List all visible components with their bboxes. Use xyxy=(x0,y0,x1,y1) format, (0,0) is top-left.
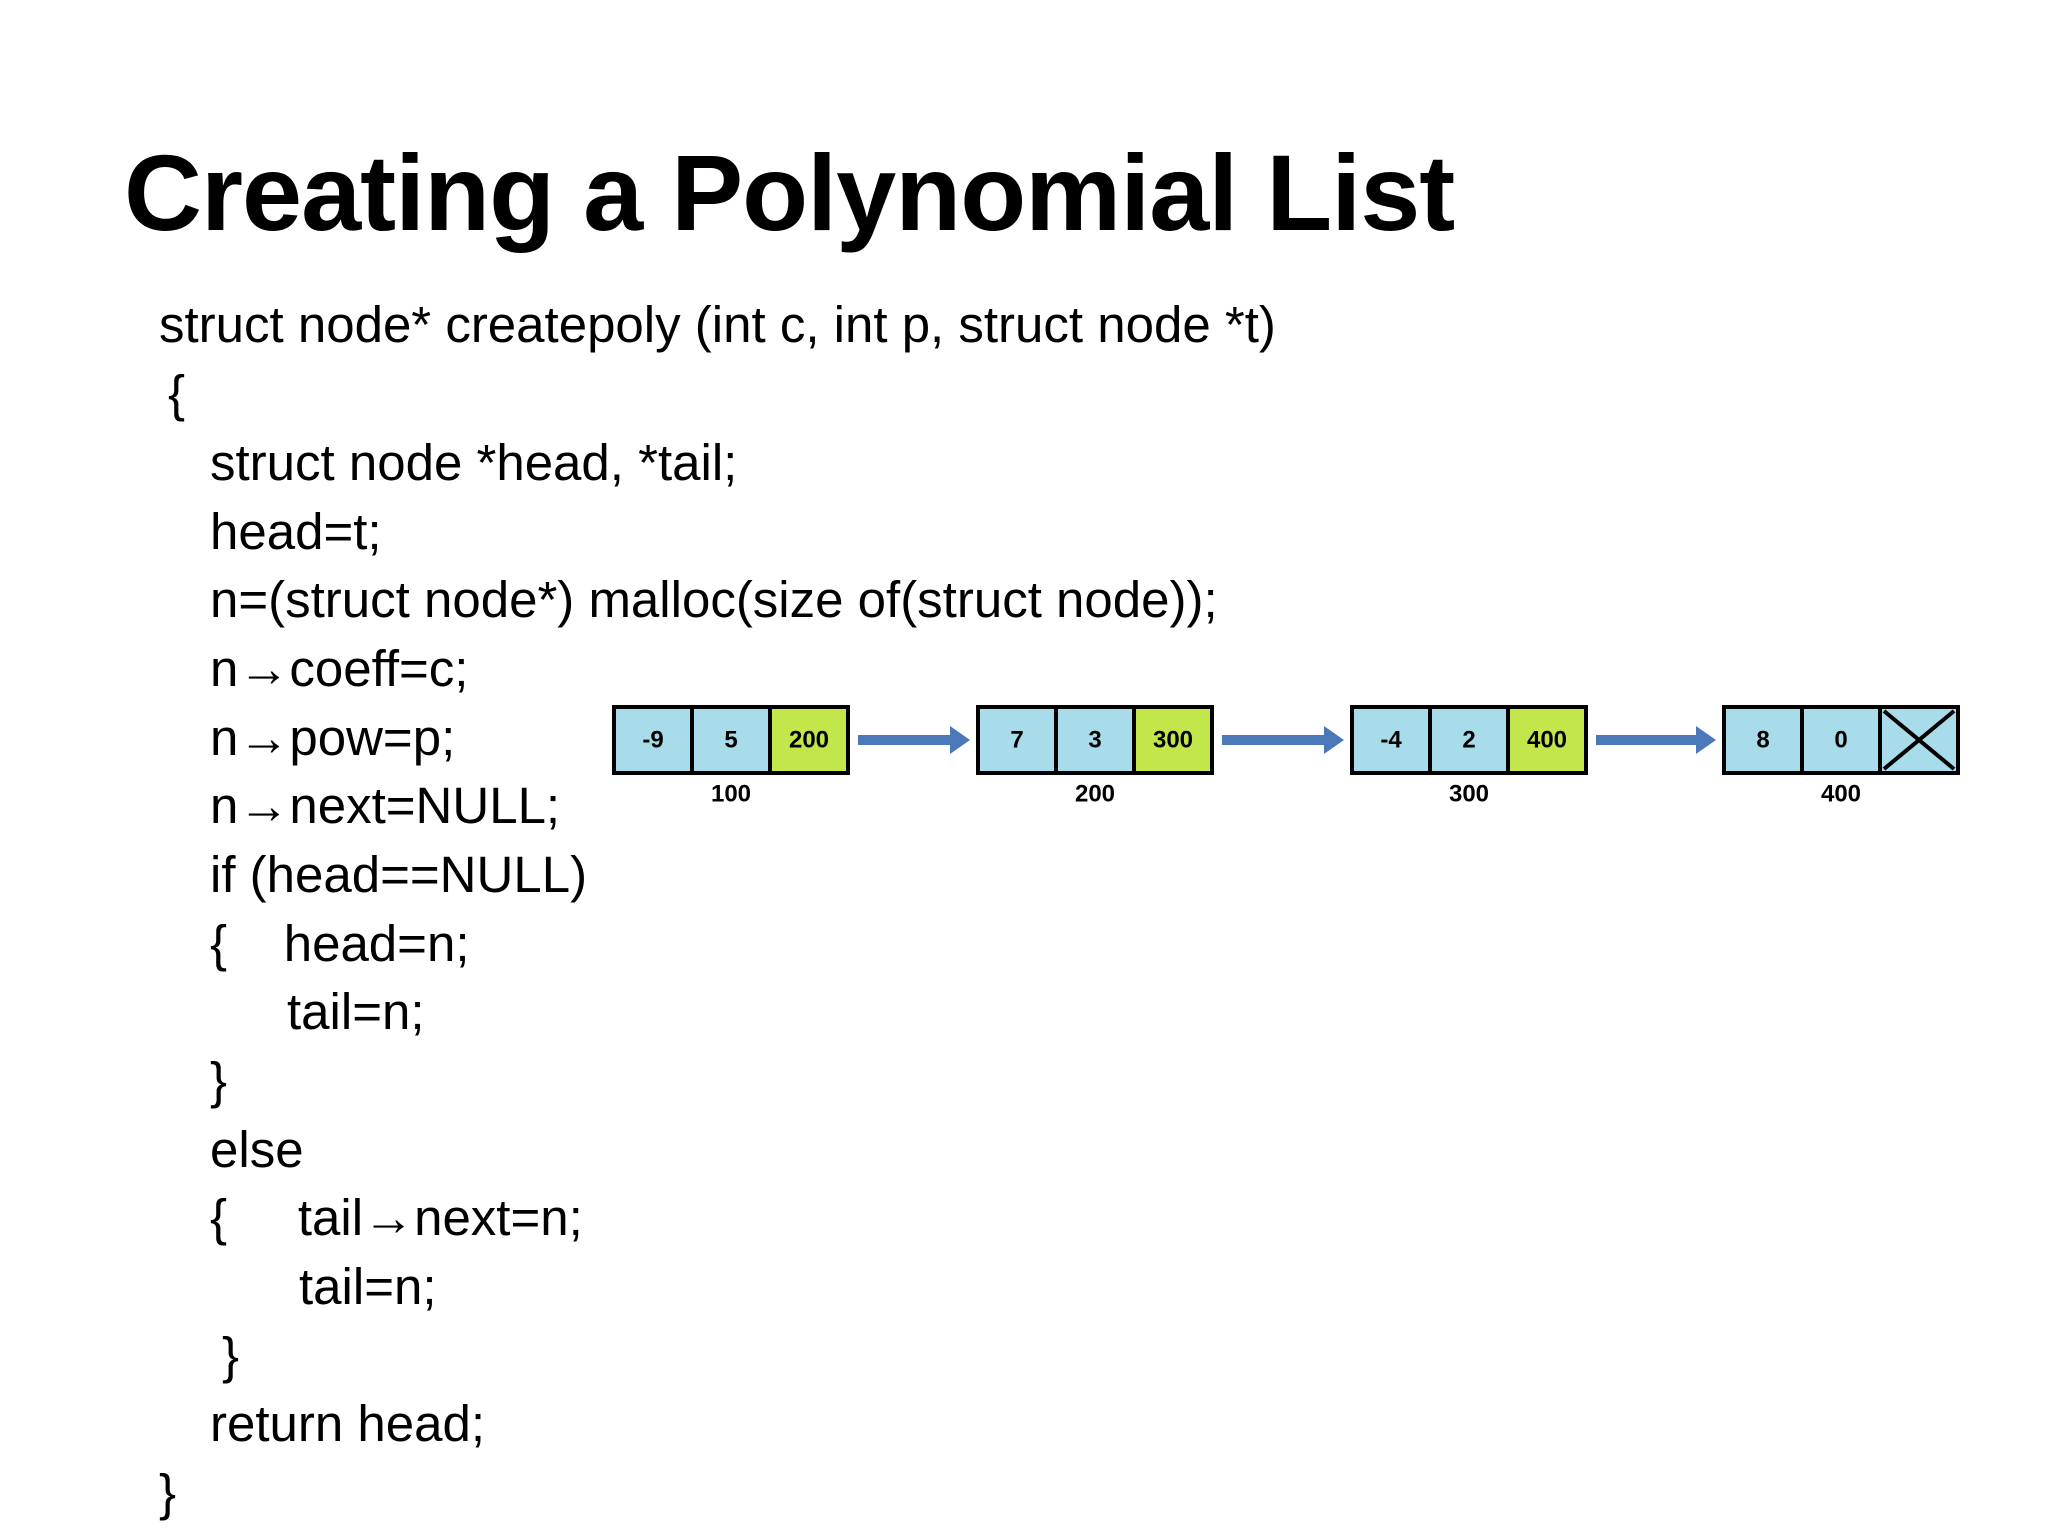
node-next-value: 300 xyxy=(1153,727,1193,754)
code-line: { xyxy=(168,365,186,422)
code-line: n→pow=p; xyxy=(210,709,456,766)
node-coeff-value: -4 xyxy=(1380,727,1402,754)
node-next-value: 200 xyxy=(789,727,829,754)
node-coeff-value: -9 xyxy=(642,727,663,754)
code-line: { tail→next=n; xyxy=(210,1189,583,1246)
slide-title: Creating a Polynomial List xyxy=(124,132,1455,253)
list-link-arrow-shaft xyxy=(858,735,952,745)
node-pow-value: 0 xyxy=(1834,727,1847,754)
node-coeff-value: 8 xyxy=(1756,727,1769,754)
list-link-arrow-head xyxy=(1324,726,1344,754)
node-pow-cell xyxy=(690,705,772,775)
code-line: return head; xyxy=(210,1395,486,1452)
node-address-label: 100 xyxy=(711,781,751,808)
code-line: n=(struct node*) malloc(size of(struct n… xyxy=(210,571,1218,628)
code-line: n→next=NULL; xyxy=(210,777,561,834)
list-link-arrow-shaft xyxy=(1222,735,1326,745)
list-link-arrow-head xyxy=(950,726,970,754)
node-next-value: 400 xyxy=(1527,727,1567,754)
node-next-cell xyxy=(768,705,850,775)
node-pow-value: 5 xyxy=(724,727,737,754)
node-coeff-value: 7 xyxy=(1010,727,1023,754)
node-address-label: 200 xyxy=(1075,781,1115,808)
null-cross-line xyxy=(1882,709,1956,771)
code-line: tail=n; xyxy=(299,1258,437,1315)
code-line: head=t; xyxy=(210,503,382,560)
node-address-label: 300 xyxy=(1449,781,1489,808)
code-line: else xyxy=(210,1121,304,1178)
code-line: if (head==NULL) xyxy=(210,846,588,903)
code-line: n→coeff=c; xyxy=(210,640,469,697)
code-line: } xyxy=(222,1327,240,1384)
node-pow-value: 2 xyxy=(1462,727,1475,754)
list-link-arrow-shaft xyxy=(1596,735,1698,745)
node-pow-cell xyxy=(1054,705,1136,775)
code-line: { head=n; xyxy=(210,915,470,972)
node-coeff-cell xyxy=(976,705,1058,775)
node-pow-value: 3 xyxy=(1088,727,1101,754)
node-next-cell xyxy=(1506,705,1588,775)
list-link-arrow-head xyxy=(1696,726,1716,754)
code-line: struct node* createpoly (int c, int p, s… xyxy=(159,296,1276,353)
code-line: } xyxy=(210,1052,228,1109)
code-line: struct node *head, *tail; xyxy=(210,434,738,491)
node-address-label: 400 xyxy=(1821,781,1861,808)
node-pow-cell xyxy=(1428,705,1510,775)
node-pow-cell xyxy=(1800,705,1882,775)
code-line: tail=n; xyxy=(287,983,425,1040)
node-next-cell xyxy=(1132,705,1214,775)
code-line: } xyxy=(159,1464,177,1521)
